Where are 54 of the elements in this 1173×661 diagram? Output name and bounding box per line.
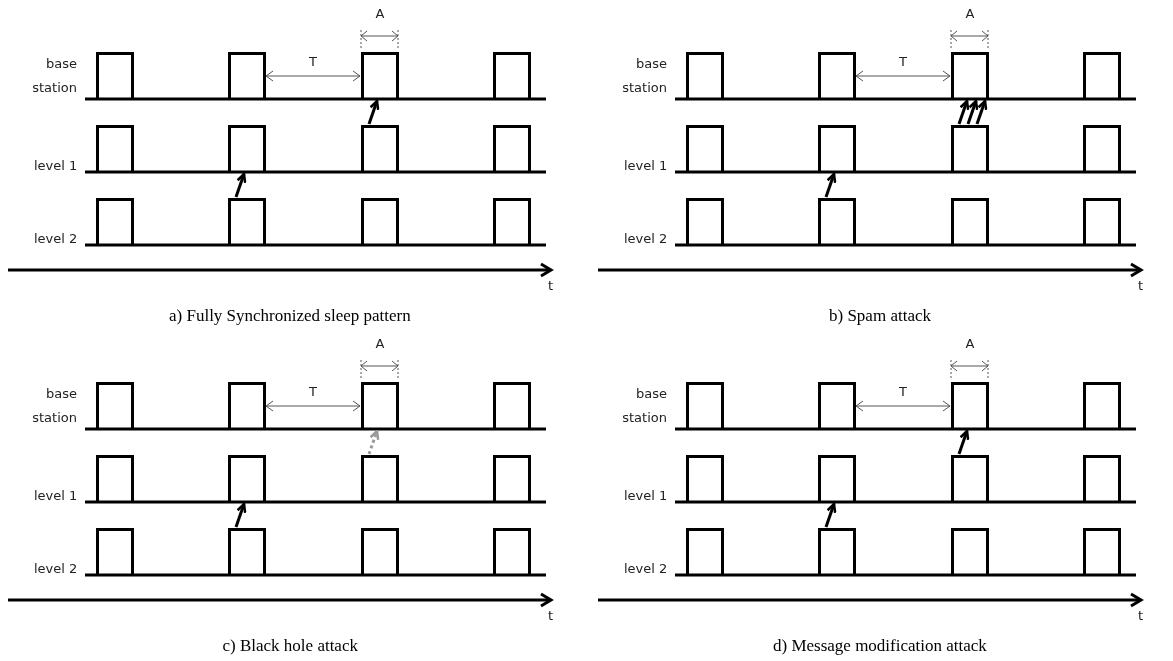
pulse [951, 382, 989, 429]
dimension-label: A [375, 6, 385, 21]
pulse [818, 455, 856, 502]
dimension-label: A [375, 336, 385, 351]
arrow [234, 502, 247, 528]
row-label: level 1 [624, 158, 668, 173]
axis-label: t [1138, 278, 1144, 293]
pulse [228, 528, 266, 575]
pulse [228, 455, 266, 502]
pulse [361, 125, 399, 172]
pulse [951, 125, 989, 172]
row-label: level 2 [624, 561, 668, 576]
arrow [957, 99, 970, 125]
pulse [818, 198, 856, 245]
caption: c) Black hole attack [222, 636, 358, 656]
row-label: level 1 [34, 158, 78, 173]
row-label: level 2 [624, 231, 668, 246]
axis-label: t [548, 608, 554, 623]
dimension-label: T [309, 384, 317, 399]
pulse [951, 52, 989, 99]
pulse [361, 52, 399, 99]
dimension-label: T [309, 54, 317, 69]
row-label: base station [31, 385, 77, 427]
row-label: base station [31, 55, 77, 97]
pulse [818, 125, 856, 172]
pulse [361, 382, 399, 429]
pulse [228, 125, 266, 172]
pulse [951, 455, 989, 502]
row-label: level 2 [34, 231, 78, 246]
arrow [824, 502, 837, 528]
arrow [824, 172, 837, 198]
row-label: level 1 [624, 488, 668, 503]
caption: b) Spam attack [829, 306, 931, 326]
row-label: level 1 [34, 488, 78, 503]
arrow [367, 99, 380, 125]
caption: d) Message modification attack [773, 636, 987, 656]
dimension-label: T [899, 384, 907, 399]
arrow [367, 429, 380, 455]
pulse [818, 528, 856, 575]
row-label: base station [621, 55, 667, 97]
arrow [957, 429, 970, 455]
dimension-label: A [965, 336, 975, 351]
caption: a) Fully Synchronized sleep pattern [169, 306, 411, 326]
row-label: level 2 [34, 561, 78, 576]
dimension-label: A [965, 6, 975, 21]
arrow [966, 99, 979, 125]
axis-label: t [1138, 608, 1144, 623]
axis-label: t [548, 278, 554, 293]
arrow [975, 99, 988, 125]
row-label: base station [621, 385, 667, 427]
pulse [361, 455, 399, 502]
pulse [228, 198, 266, 245]
arrow [234, 172, 247, 198]
dimension-label: T [899, 54, 907, 69]
